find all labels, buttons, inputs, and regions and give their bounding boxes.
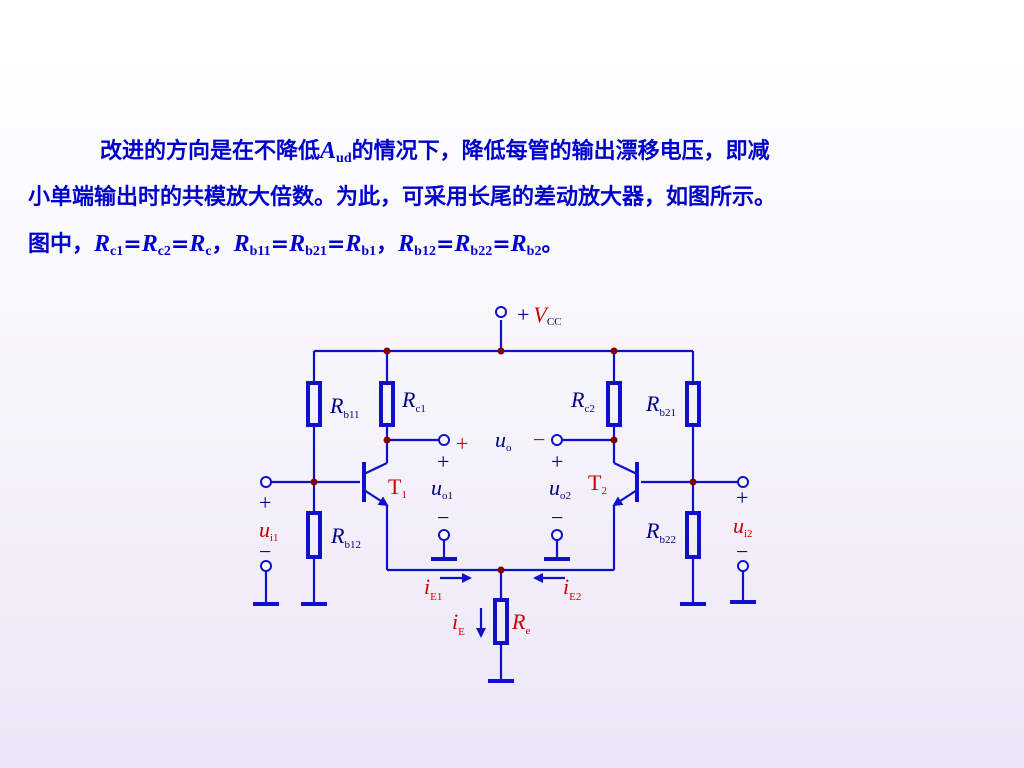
paragraph-line-3: 图中，Rc1=Rc2=Rc，Rb11=Rb21=Rb1，Rb12=Rb22=Rb… [28, 221, 1003, 268]
sym-R: R [94, 231, 111, 257]
rb12-label: Rb12 [330, 523, 361, 551]
vcc-label: +VCC [517, 302, 562, 328]
resistor-rb22 [685, 511, 701, 559]
t2-label: T2 [588, 470, 607, 497]
sym-R: R [289, 231, 306, 257]
ui2-plus-sign: + [736, 485, 748, 510]
sym-sub-c1: c1 [110, 244, 124, 259]
resistor-rc1 [379, 381, 395, 427]
sym-sub-c: c [205, 244, 212, 259]
sym-sub-b2: b2 [526, 244, 542, 259]
sym-R: R [141, 231, 158, 257]
sym-R: R [233, 231, 250, 257]
resistor-rb11 [306, 381, 322, 427]
vcc-terminal [495, 306, 507, 318]
sym-comma: ， [376, 232, 399, 257]
ui1-label: ui1 [259, 517, 279, 544]
sym-sub-b21: b21 [305, 244, 327, 259]
paragraph-line-1: 改进的方向是在不降低Aud的情况下，降低每管的输出漂移电压，即减 [28, 128, 1003, 175]
ie1-label: iE1 [424, 574, 442, 603]
rb22-label: Rb22 [645, 518, 676, 546]
ui2-ground-terminal [737, 560, 749, 572]
line3-prefix: 图中， [28, 232, 95, 257]
ie-label: iE [452, 609, 465, 638]
uo-plus-sign: + [456, 431, 468, 456]
ui1-ground-terminal [260, 560, 272, 572]
uo-plus-terminal [438, 434, 450, 446]
sym-sub-b1: b1 [361, 244, 377, 259]
sym-sub-c2: c2 [157, 244, 171, 259]
sym-period: 。 [541, 232, 564, 257]
line1-text-b: 的情况下，降低每管的输出漂移电压，即减 [351, 139, 770, 164]
ui1-plus-sign: + [259, 490, 271, 515]
circuit-wires [264, 320, 745, 680]
sym-sub-b12: b12 [414, 244, 436, 259]
symbol-A: A [320, 138, 337, 164]
sym-eq: = [326, 232, 346, 257]
resistors [306, 381, 701, 645]
ui2-label: ui2 [733, 513, 753, 540]
resistor-rb12 [306, 511, 322, 559]
sym-eq: = [435, 232, 455, 257]
sym-eq: = [170, 232, 190, 257]
description-paragraph: 改进的方向是在不降低Aud的情况下，降低每管的输出漂移电压，即减 小单端输出时的… [28, 128, 1003, 268]
ui1-minus-sign: − [259, 539, 271, 564]
ui2-terminal [737, 476, 749, 488]
line1-text-a: 改进的方向是在不降低 [100, 139, 321, 164]
sym-sub-b11: b11 [249, 244, 271, 259]
sym-R: R [454, 231, 471, 257]
paragraph-line-2: 小单端输出时的共模放大倍数。为此，可采用长尾的差动放大器，如图所示。 [28, 185, 777, 210]
current-arrows [440, 573, 565, 638]
ui2-minus-sign: − [736, 539, 748, 564]
uo1-label: uo1 [431, 475, 453, 502]
ground-symbols [253, 557, 756, 683]
uo2-label: uo2 [549, 475, 571, 502]
uo-label: uo [495, 427, 512, 454]
sym-R: R [189, 231, 206, 257]
sym-R: R [345, 231, 362, 257]
resistor-re [493, 598, 509, 645]
sym-eq: = [492, 232, 511, 257]
rc1-label: Rc1 [401, 387, 426, 415]
uo1-minus-sign: − [437, 505, 449, 530]
sym-R: R [398, 231, 415, 257]
sym-R: R [510, 231, 527, 257]
terminals [260, 306, 749, 572]
uo-minus-terminal [551, 434, 563, 446]
sym-sub-b22: b22 [470, 244, 493, 259]
rb21-label: Rb21 [645, 391, 676, 419]
uo-minus-sign: − [533, 427, 545, 452]
sym-eq: = [123, 232, 142, 257]
ui1-terminal [260, 476, 272, 488]
uo1-plus-sign: + [437, 449, 449, 474]
ie2-label: iE2 [563, 574, 581, 603]
junction-dots [310, 347, 697, 574]
re-label: Re [511, 609, 530, 637]
symbol-A-sub: ud [336, 151, 352, 166]
t1-label: T1 [388, 474, 407, 501]
uo2-ground-terminal [551, 529, 563, 541]
uo2-plus-sign: + [551, 449, 563, 474]
resistor-rc2 [606, 381, 622, 427]
rb11-label: Rb11 [329, 393, 360, 421]
rc2-label: Rc2 [570, 387, 595, 415]
uo1-ground-terminal [438, 529, 450, 541]
resistor-rb21 [685, 381, 701, 427]
sym-eq: = [270, 232, 290, 257]
sym-comma: ， [211, 232, 234, 257]
uo2-minus-sign: − [551, 505, 563, 530]
